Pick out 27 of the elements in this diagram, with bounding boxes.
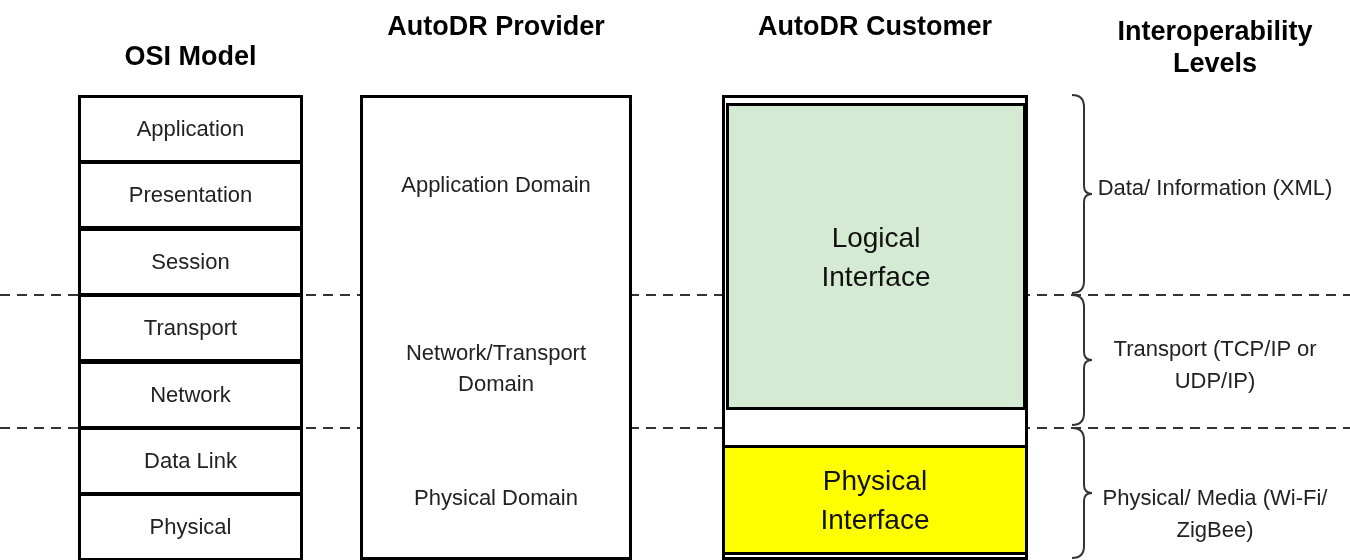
layer-label: Transport: [142, 313, 239, 342]
layer-label: Presentation: [127, 181, 254, 209]
level-label: Physical/ Media (Wi-Fi/ ZigBee): [1101, 484, 1329, 544]
domain-label: Application Domain: [400, 171, 592, 199]
domain-label: Physical Domain: [413, 484, 579, 512]
domain-label: Network/Transport Domain: [404, 339, 588, 398]
column-heading: AutoDR Customer: [757, 10, 993, 43]
osi-layer-box: [78, 161, 303, 230]
column-heading: AutoDR Provider: [386, 10, 606, 43]
layer-label: Session: [150, 247, 231, 276]
osi-layer-box: [78, 427, 303, 495]
layer-label: Data Link: [143, 446, 238, 475]
physical-interface-box: [722, 445, 1028, 555]
osi-layer-box: [78, 360, 303, 429]
level-label: Transport (TCP/IP or UDP/IP): [1112, 335, 1318, 395]
level-label: Data/ Information (XML): [1096, 174, 1334, 202]
column-heading: OSI Model: [123, 40, 258, 73]
interface-label: Logical Interface: [820, 220, 932, 294]
logical-interface-box: [726, 103, 1026, 410]
column-heading: Interoperability Levels: [1116, 15, 1314, 80]
osi-layer-box: [78, 294, 303, 363]
layer-label: Application: [135, 114, 246, 143]
interface-label: Physical Interface: [819, 463, 931, 537]
osi-layer-box: [78, 227, 303, 296]
layer-label: Network: [149, 380, 232, 409]
osi-layer-box: [78, 493, 303, 560]
layer-label: Physical: [148, 513, 233, 541]
